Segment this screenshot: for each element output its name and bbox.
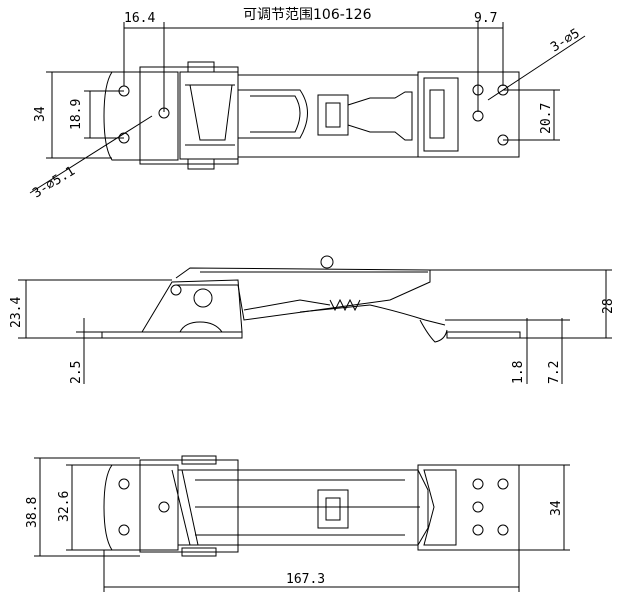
dim-side-base-left: 2.5 bbox=[69, 361, 84, 384]
bottom-view: 38.8 32.6 34 167.3 bbox=[25, 455, 570, 592]
dim-hole-offset-right: 9.7 bbox=[474, 11, 497, 26]
dim-hole-diameter-right: 3-⌀5 bbox=[548, 26, 583, 55]
dim-side-height-right: 28 bbox=[601, 298, 616, 314]
dim-side-base-right-2: 7.2 bbox=[547, 361, 562, 384]
dim-hole-offset-left: 16.4 bbox=[124, 11, 155, 26]
dim-side-height-left: 23.4 bbox=[9, 297, 24, 328]
dim-bottom-height-right: 34 bbox=[549, 500, 564, 516]
dim-bottom-height-outer: 38.8 bbox=[25, 497, 40, 528]
top-view: 可调节范围106-126 16.4 9.7 bbox=[29, 6, 586, 202]
dim-total-length: 167.3 bbox=[286, 572, 325, 587]
dim-bottom-height-inner: 32.6 bbox=[57, 491, 72, 522]
side-view: 23.4 2.5 28 1.8 7.2 bbox=[9, 255, 616, 384]
dim-hole-spacing-right: 20.7 bbox=[539, 103, 554, 134]
adjustable-range-title: 可调节范围106-126 bbox=[243, 6, 372, 23]
dim-hole-spacing-left: 18.9 bbox=[69, 99, 84, 130]
dim-hole-diameter-left: 3-⌀5.1 bbox=[30, 164, 78, 202]
dim-height-left-top: 34 bbox=[33, 106, 48, 122]
dim-side-base-right-1: 1.8 bbox=[511, 361, 526, 384]
